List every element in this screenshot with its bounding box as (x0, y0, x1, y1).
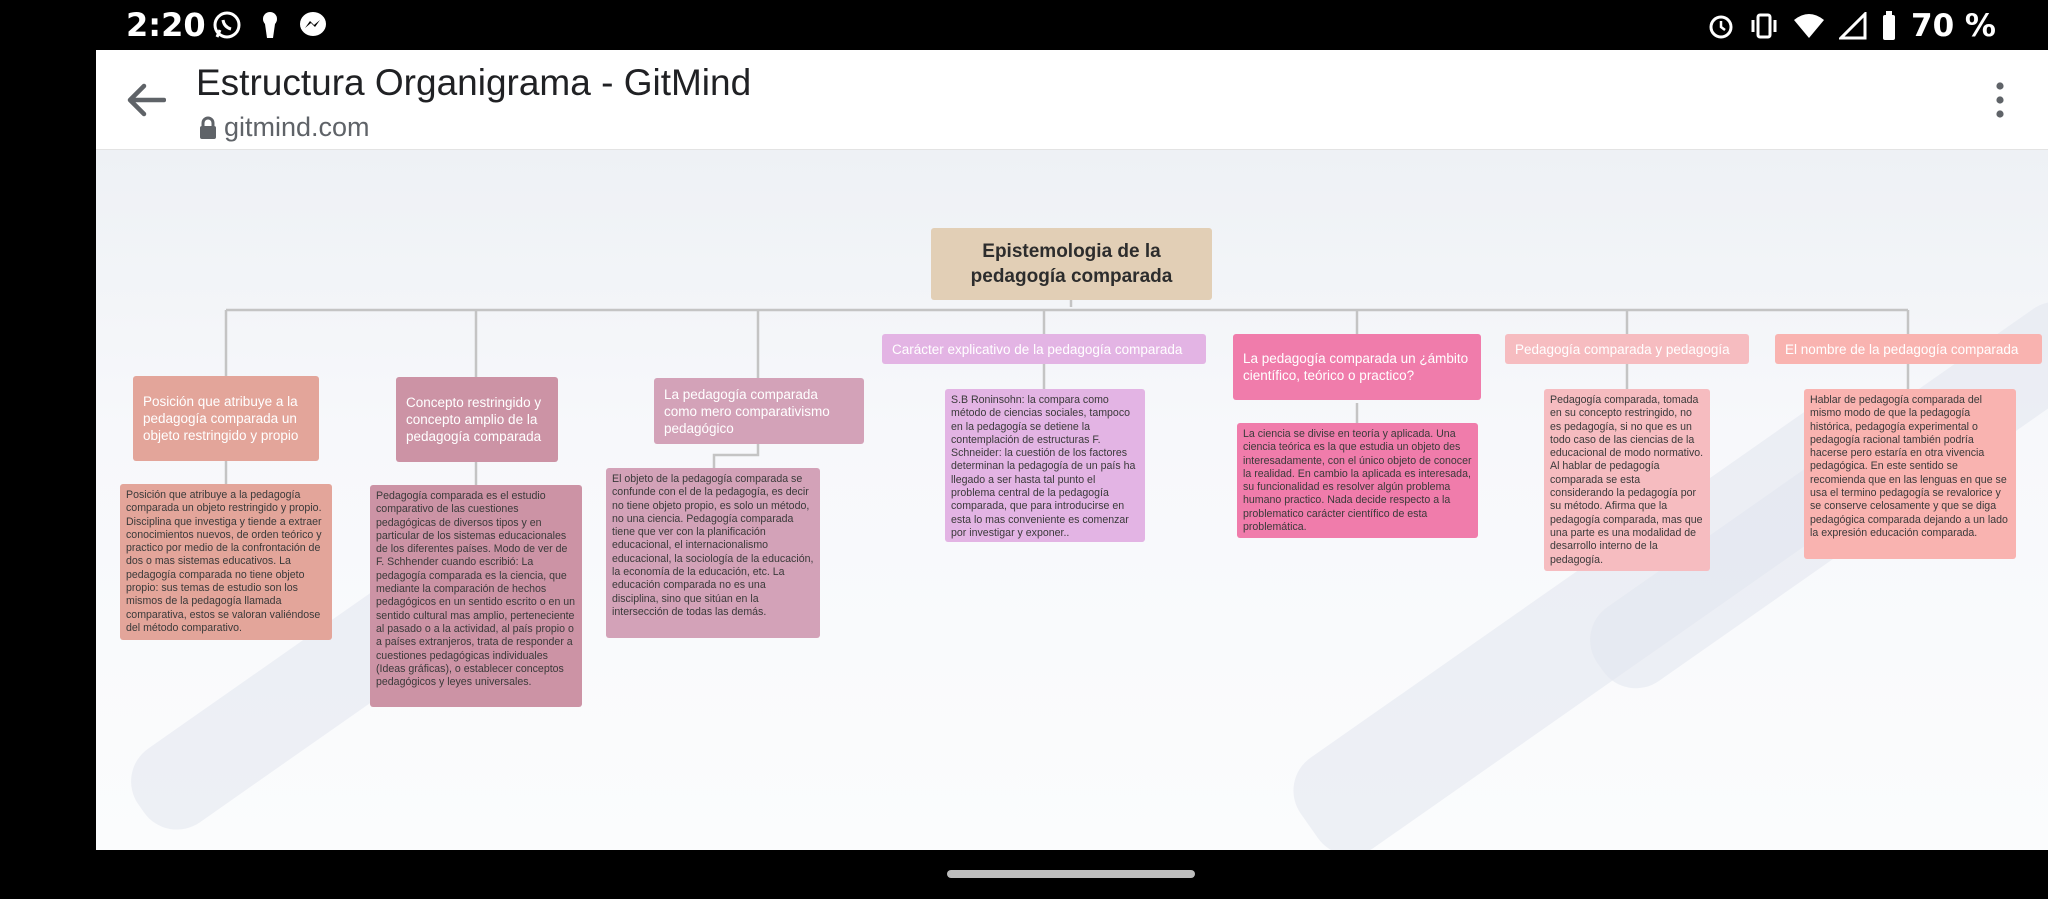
status-bar: 2:20 70 % (0, 0, 2048, 50)
messenger-icon (300, 12, 326, 36)
wifi-icon (1794, 14, 1824, 38)
left-black-margin (0, 50, 96, 850)
lock-icon (200, 116, 216, 139)
whatsapp-icon (213, 11, 241, 39)
detail-node-5[interactable]: La ciencia se divise en teoría y aplicad… (1237, 423, 1478, 538)
keyhole-icon (263, 12, 277, 38)
branch-node-7[interactable]: El nombre de la pedagogía comparada (1775, 334, 2042, 364)
mindmap-canvas[interactable]: Epistemologia de la pedagogía comparada … (96, 150, 2048, 850)
branch-node-6[interactable]: Pedagogía comparada y pedagogía (1505, 334, 1749, 364)
root-node[interactable]: Epistemologia de la pedagogía comparada (931, 228, 1212, 300)
back-arrow-icon[interactable] (126, 82, 166, 118)
signal-icon (1839, 12, 1867, 40)
more-options-icon[interactable] (1992, 80, 2008, 120)
detail-node-3[interactable]: El objeto de la pedagogía comparada se c… (606, 468, 820, 638)
branch-node-4[interactable]: Carácter explicativo de la pedagogía com… (882, 334, 1206, 364)
status-time: 2:20 (126, 6, 206, 44)
home-gesture-pill[interactable] (947, 870, 1195, 878)
branch-node-1[interactable]: Posición que atribuye a la pedagogía com… (133, 376, 319, 461)
detail-node-4[interactable]: S.B Roninsohn: la compara como método de… (945, 389, 1145, 542)
detail-node-7[interactable]: Hablar de pedagogía comparada del mismo … (1804, 389, 2016, 559)
branch-node-2[interactable]: Concepto restringido y concepto amplio d… (396, 377, 558, 462)
battery-icon (1883, 11, 1895, 40)
branch-node-5[interactable]: La pedagogía comparada un ¿ámbito cientí… (1233, 334, 1481, 400)
detail-node-6[interactable]: Pedagogía comparada, tomada en su concep… (1544, 389, 1710, 571)
alarm-icon (1709, 15, 1733, 39)
status-left-icons (212, 10, 328, 40)
vibrate-icon (1751, 13, 1777, 39)
battery-percentage: 70 % (1911, 8, 1996, 44)
page-title: Estructura Organigrama - GitMind (196, 62, 752, 103)
status-right: 70 % (1707, 8, 1996, 44)
detail-node-2[interactable]: Pedagogía comparada es el estudio compar… (370, 485, 582, 707)
detail-node-1[interactable]: Posición que atribuye a la pedagogía com… (120, 484, 332, 640)
page-url[interactable]: gitmind.com (224, 112, 370, 142)
browser-window: Estructura Organigrama - GitMind gitmind… (96, 50, 2048, 850)
branch-node-3[interactable]: La pedagogía comparada como mero compara… (654, 378, 864, 444)
browser-header: Estructura Organigrama - GitMind gitmind… (96, 50, 2048, 150)
